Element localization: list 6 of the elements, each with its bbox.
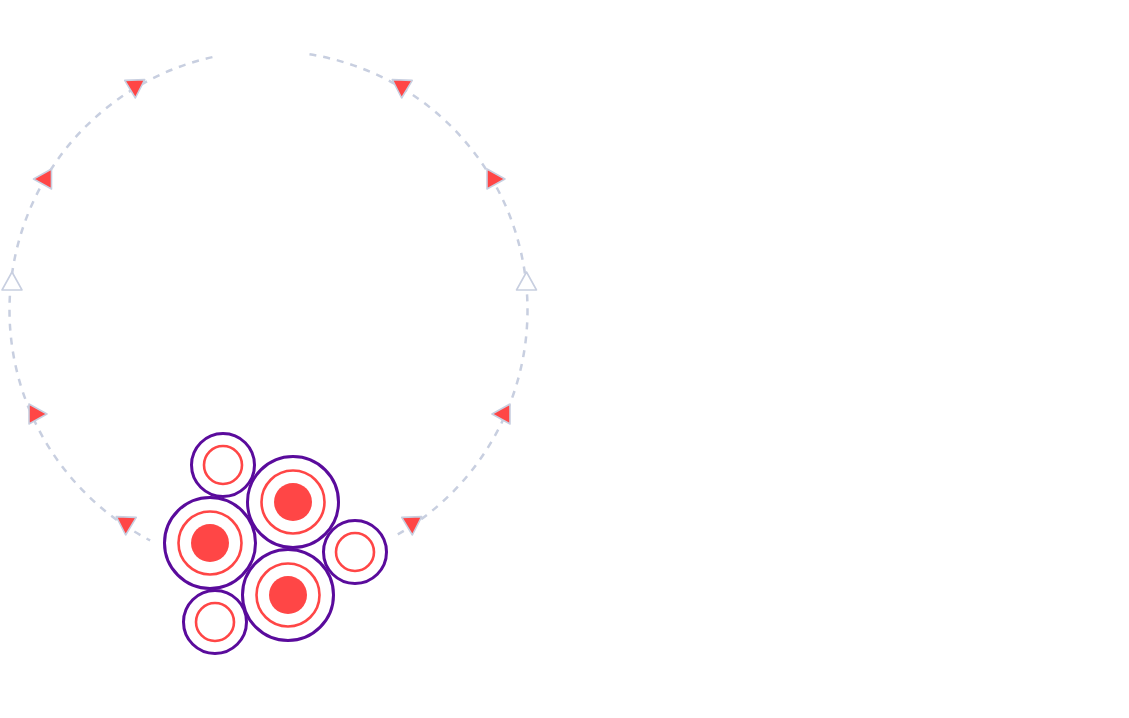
double-ring-circle — [190, 432, 256, 498]
target-circle — [246, 455, 340, 549]
double-ring-circle — [182, 588, 248, 655]
target-circle — [163, 496, 257, 590]
double-ring-circle — [322, 518, 388, 585]
target-circle — [241, 548, 335, 642]
